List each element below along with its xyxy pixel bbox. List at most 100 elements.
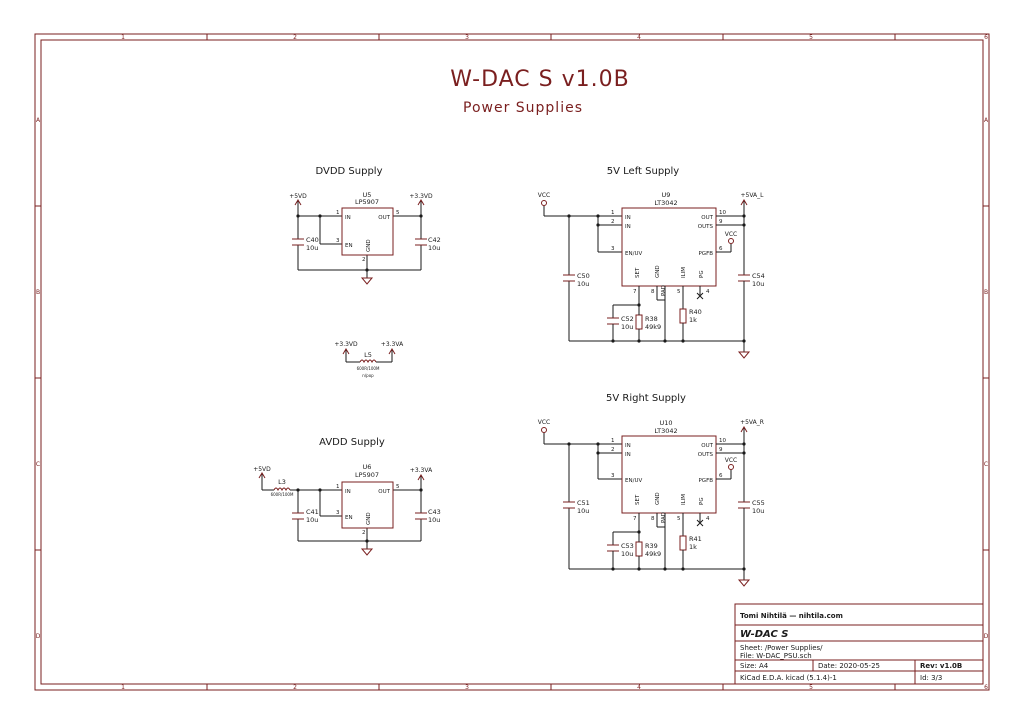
- net-label-vcc: VCC: [725, 231, 737, 238]
- u9-pin-set: SET: [635, 267, 641, 278]
- u9-pin-num: 7: [633, 289, 637, 295]
- u9-pin-in: IN: [625, 215, 631, 221]
- u5-pin-gnd: GND: [366, 239, 372, 252]
- u5-pin-num: 5: [396, 210, 400, 216]
- row-label-right: D: [984, 633, 989, 640]
- col-label-top: 4: [637, 34, 641, 41]
- u10-pin-num: 2: [611, 447, 615, 453]
- u6-pin-out: OUT: [378, 489, 390, 495]
- u5-pin-in: IN: [345, 215, 351, 221]
- u10-pin-num: 1: [611, 438, 615, 444]
- row-label-left: A: [36, 117, 41, 124]
- u6-pin-in: IN: [345, 489, 351, 495]
- sheet-title: W-DAC S v1.0B: [450, 67, 629, 92]
- u9-pin-num: 9: [719, 219, 723, 225]
- u9-pin-num: 3: [611, 246, 615, 252]
- title-block: Tomi Nihtilä — nihtila.com W-DAC S Sheet…: [734, 603, 984, 685]
- tb-rev: Rev: v1.0B: [920, 662, 962, 670]
- tb-date: Date: 2020-05-25: [818, 662, 880, 670]
- c50-ref: C50: [577, 272, 590, 280]
- u9-pin-gnd: GND: [655, 265, 661, 278]
- c53-value: 10u: [621, 550, 633, 558]
- tb-size: Size: A4: [740, 662, 769, 670]
- u9-pin-num: 1: [611, 210, 615, 216]
- net-label-vcc: VCC: [725, 457, 737, 464]
- section-right-title: 5V Right Supply: [606, 393, 686, 404]
- tb-id: Id: 3/3: [920, 674, 942, 682]
- col-label-bottom: 4: [637, 684, 641, 691]
- u5-pin-out: OUT: [378, 215, 390, 221]
- u6-pin-num: 1: [336, 484, 340, 490]
- tb-file: File: W-DAC_PSU.sch: [740, 652, 812, 660]
- right-supply-circuit: VCC C51 10u U10 LT3042 IN IN EN/UV OUT O…: [538, 419, 765, 587]
- u10-pin-num: 10: [719, 438, 726, 444]
- c43-value: 10u: [428, 516, 440, 524]
- c43-ref: C43: [428, 508, 441, 516]
- u10-pin-num: 5: [677, 516, 681, 522]
- u9-pin-num: 2: [611, 219, 615, 225]
- u10-pin-out: OUT: [701, 443, 713, 449]
- u5-pin-en: EN: [345, 243, 353, 249]
- r39-ref: R39: [645, 542, 658, 550]
- c52-value: 10u: [621, 323, 633, 331]
- u6-pin-gnd: GND: [366, 512, 372, 525]
- c54-value: 10u: [752, 280, 764, 288]
- r38-ref: R38: [645, 315, 658, 323]
- col-label-bottom: 3: [465, 684, 469, 691]
- u9-pin-ilim: ILIM: [681, 267, 687, 278]
- col-label-bottom: 6: [984, 684, 988, 691]
- l3-ref: L3: [278, 478, 286, 486]
- c50-value: 10u: [577, 280, 589, 288]
- row-label-left: D: [36, 633, 41, 640]
- tb-sheet: Sheet: /Power Supplies/: [740, 644, 823, 652]
- u10-value: LT3042: [654, 427, 677, 435]
- u9-pin-outs: OUTS: [698, 224, 714, 230]
- r40-ref: R40: [689, 308, 702, 316]
- u5-pin-num: 2: [362, 257, 366, 263]
- l3-value: 600R/100M: [271, 492, 294, 497]
- u10-pin-en: EN/UV: [625, 478, 642, 484]
- r39-value: 49k9: [645, 550, 661, 558]
- u10-pin-num: 4: [706, 516, 710, 522]
- section-left-title: 5V Left Supply: [607, 166, 680, 177]
- u10-pin-num: 8: [651, 516, 655, 522]
- sheet-frame: 1 2 3 4 5 6 1 2 3 4 5 6 A B C D A B C D: [34, 33, 990, 691]
- u6-pin-num: 2: [362, 530, 366, 536]
- u10-pin-num: 7: [633, 516, 637, 522]
- net-label-5va-l: +5VA_L: [740, 192, 764, 199]
- net-label-vcc: VCC: [538, 192, 550, 199]
- dvdd-supply-circuit: +5VD +3.3VD C40 10u C42 10u U5 LP5907 IN…: [289, 191, 441, 285]
- net-label-5va-r: +5VA_R: [740, 419, 764, 426]
- u6-ref: U6: [363, 463, 372, 471]
- left-supply-circuit: VCC C50 10u U9 LT3042 IN IN EN/UV OUT OU…: [538, 191, 765, 359]
- avdd-supply-circuit: +5VD L3 600R/100M +3.3VA C41 10u C43 10u…: [253, 463, 441, 556]
- u5-value: LP5907: [355, 198, 379, 206]
- u9-pin-num: 8: [651, 289, 655, 295]
- row-label-right: C: [984, 461, 988, 468]
- c41-value: 10u: [306, 516, 318, 524]
- u10-ref: U10: [659, 419, 672, 427]
- net-label-vcc: VCC: [538, 419, 550, 426]
- net-label-33vd: +3.3VD: [334, 341, 358, 348]
- u6-pin-num: 3: [336, 510, 340, 516]
- l5-ref: L5: [364, 351, 372, 359]
- u5-pin-num: 3: [336, 238, 340, 244]
- c40-value: 10u: [306, 244, 318, 252]
- u9-pin-pgfb: PGFB: [698, 251, 713, 257]
- row-label-left: B: [36, 289, 40, 296]
- u9-value: LT3042: [654, 199, 677, 207]
- l5-value: 600R/100M: [357, 366, 380, 371]
- net-label-5vd: +5VD: [289, 193, 307, 200]
- c42-value: 10u: [428, 244, 440, 252]
- u10-pin-num: 3: [611, 473, 615, 479]
- c40-ref: C40: [306, 236, 319, 244]
- net-label-33va: +3.3VA: [381, 341, 404, 348]
- u9-pin-en: EN/UV: [625, 251, 642, 257]
- u6-pin-num: 5: [396, 484, 400, 490]
- tb-tool: KiCad E.D.A. kicad (5.1.4)-1: [740, 674, 837, 682]
- section-dvdd-title: DVDD Supply: [315, 166, 382, 177]
- u9-pin-num: 10: [719, 210, 726, 216]
- col-label-bottom: 2: [293, 684, 297, 691]
- r40-value: 1k: [689, 316, 697, 324]
